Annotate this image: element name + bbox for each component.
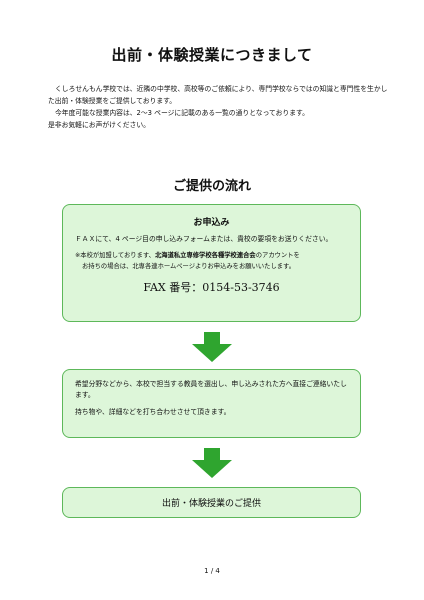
step-contact-text: 希望分野などから、本校で担当する教員を選出し、申し込みされた方へ直接ご連絡いたし… — [75, 380, 347, 399]
step-application-heading: お申込み — [193, 218, 230, 228]
section-title: ご提供の流れ — [172, 179, 251, 194]
down-arrow-icon — [192, 332, 232, 362]
step-delivery-box: 出前・体験授業のご提供 — [62, 487, 361, 518]
step-application-box: お申込み ＦＡＸにて、4 ページ目の申し込みフォームまたは、貴校の要項をお送りく… — [62, 204, 361, 322]
step-application-text: ＦＡＸにて、4 ページ目の申し込みフォームまたは、貴校の要項をお送りください。 — [75, 235, 333, 243]
intro-paragraph-2: 今年度可能な授業内容は、2〜3 ページに記載のある一覧の通りとなっております。 — [55, 109, 309, 117]
step-delivery-text: 出前・体験授業のご提供 — [161, 499, 261, 509]
note-line-2: お持ちの場合は、北専各連ホームページよりお申込みをお願いいたします。 — [82, 263, 296, 270]
page-number: 1 / 4 — [204, 567, 220, 575]
note-association-name: 北海道私立専修学校各種学校連合会 — [154, 252, 256, 259]
page-title: 出前・体験授業につきまして — [111, 46, 313, 64]
intro-paragraph-3: 是非お気軽にお声がけください。 — [48, 121, 150, 129]
fax-number: FAX 番号：0154-53-3746 — [143, 281, 280, 294]
note-prefix: ※本校が加盟しております、 — [75, 252, 155, 259]
intro-paragraph-1: くしろせんもん学校では、近隣の中学校、高校等のご依頼により、専門学校ならではの知… — [48, 85, 388, 105]
step-contact-box: 希望分野などから、本校で担当する教員を選出し、申し込みされた方へ直接ご連絡いたし… — [62, 369, 361, 438]
step-contact-text-2: 持ち物や、詳細などを打ち合わせさせて頂きます。 — [75, 408, 231, 416]
down-arrow-icon — [192, 448, 232, 478]
step-application-note: ※本校が加盟しております、北海道私立専修学校各種学校連合会のアカウントを お持ち… — [63, 250, 360, 272]
note-suffix: のアカウントを — [255, 252, 300, 259]
intro-text: くしろせんもん学校では、近隣の中学校、高校等のご依頼により、専門学校ならではの知… — [48, 83, 388, 131]
